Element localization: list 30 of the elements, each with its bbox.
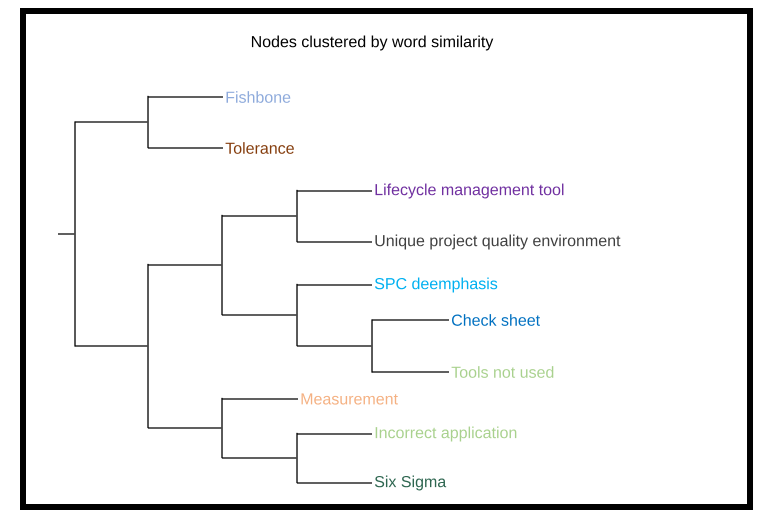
- dendrogram-branch: [372, 371, 449, 373]
- dendrogram-branch: [297, 482, 372, 484]
- dendrogram-branch: [75, 345, 148, 347]
- dendrogram-branch: [222, 314, 296, 316]
- leaf-label: Six Sigma: [374, 476, 446, 490]
- leaf-label: Fishbone: [226, 91, 290, 103]
- dendrogram-branch: [297, 190, 372, 192]
- dendrogram-branch: [222, 215, 296, 217]
- leaf-label: Measurement: [302, 393, 398, 405]
- dendrogram-branch: [58, 233, 74, 235]
- leaf-label: Tools not used: [452, 366, 554, 378]
- leaf-label: Check sheet: [452, 314, 540, 326]
- dendrogram-branch: [148, 264, 222, 266]
- dendrogram-branch: [297, 284, 372, 286]
- dendrogram-branch: [148, 96, 223, 98]
- leaf-label: Tolerance: [226, 142, 294, 154]
- dendrogram-branch: [222, 398, 298, 400]
- leaf-label: SPC deemphasis: [374, 278, 498, 292]
- dendrogram-branch: [297, 345, 372, 347]
- leaf-label: Unique project quality environment: [375, 234, 620, 250]
- dendrogram-branch: [297, 433, 372, 435]
- dendrogram-branch: [297, 241, 372, 243]
- dendrogram-branch: [222, 457, 296, 459]
- title: Nodes clustered by word similarity: [252, 36, 494, 50]
- dendrogram-branch: [148, 147, 223, 149]
- leaf-label: Lifecycle management tool: [376, 184, 564, 198]
- dendrogram-branch: [75, 121, 148, 123]
- leaf-label: Incorrect application: [376, 426, 516, 442]
- dendrogram-branch: [372, 319, 449, 321]
- dendrogram-branch: [148, 427, 222, 429]
